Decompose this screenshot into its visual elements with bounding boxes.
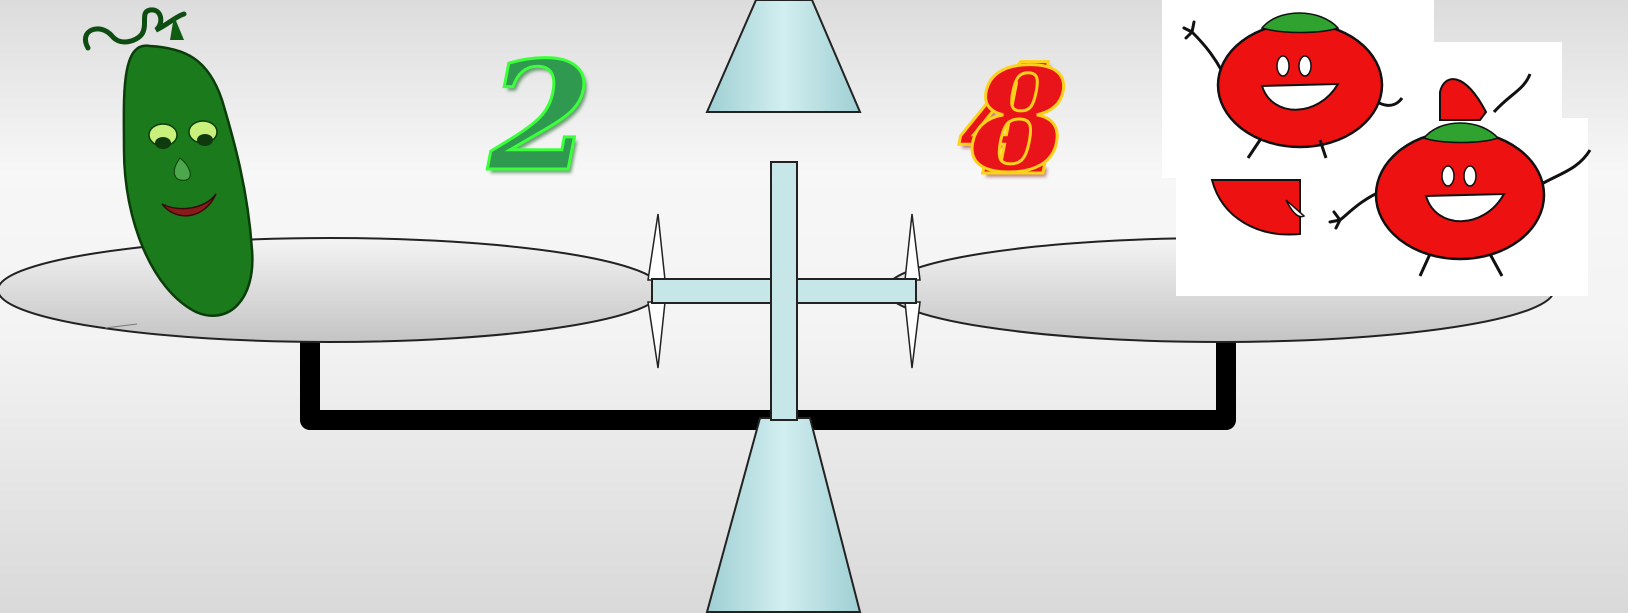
tomato-group [1162, 0, 1590, 296]
scale-base-triangle [707, 418, 860, 612]
scale-crossbar [648, 162, 920, 420]
right-number-front: 8 [970, 50, 1069, 192]
scale-top-triangle [707, 0, 860, 112]
left-pan [0, 238, 662, 342]
left-number: 2 [488, 42, 592, 192]
scale-beam [310, 335, 1226, 420]
